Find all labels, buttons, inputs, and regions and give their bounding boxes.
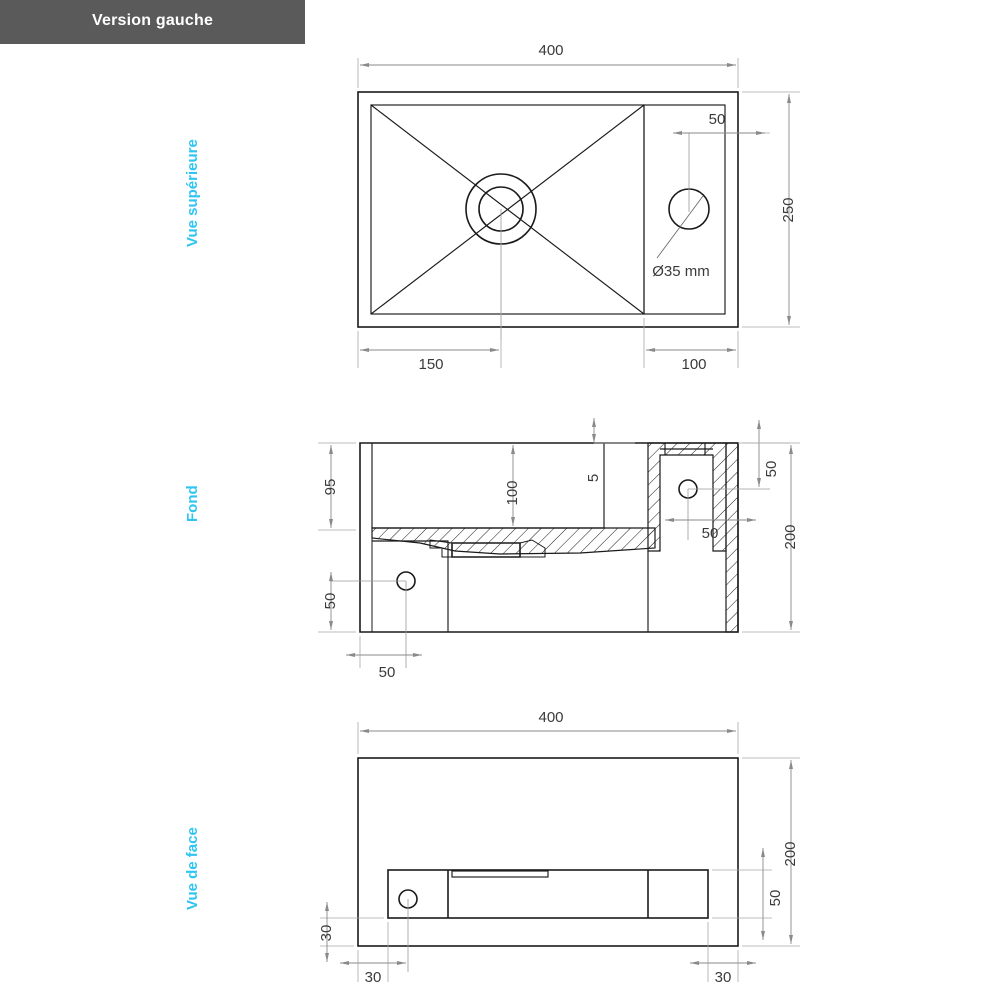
- front-dim-30hl-text: 30: [365, 969, 382, 986]
- top-dim-100-text: 100: [681, 356, 706, 373]
- title-bar: Version gauche: [0, 0, 305, 44]
- sec-dim-5-text: 5: [585, 474, 602, 482]
- section-right-wall-hatch: [725, 442, 739, 633]
- section-drain-step-right: [519, 539, 546, 558]
- top-dim-400-text: 400: [538, 42, 563, 59]
- top-dim-250-text: 250: [780, 197, 797, 222]
- sec-dim-200-text: 200: [782, 524, 799, 549]
- top-dim-50-text: 50: [709, 111, 726, 128]
- front-view-outline: [357, 757, 739, 947]
- top-view-outline: [357, 91, 739, 328]
- top-view-ledge-rect: [643, 104, 726, 315]
- top-view-diameter-leader: [656, 195, 704, 259]
- section-basin-cavity: [371, 443, 605, 529]
- front-dim-50-text: 50: [767, 890, 784, 907]
- front-dim-400-text: 400: [538, 709, 563, 726]
- front-dim-200-text: 200: [782, 841, 799, 866]
- sec-dim-50lh-text: 50: [379, 664, 396, 681]
- section-drain-step-left: [429, 539, 453, 558]
- front-dim-30v-text: 30: [318, 925, 335, 942]
- section-right-column-hatch: [647, 442, 727, 552]
- sec-dim-50r-text: 50: [763, 461, 780, 478]
- sec-dim-100-text: 100: [504, 480, 521, 505]
- section-left-lower-block: [372, 540, 449, 632]
- front-view-overflow-slot: [451, 870, 549, 878]
- sec-dim-50rh-text: 50: [702, 525, 719, 542]
- top-dim-150-text: 150: [418, 356, 443, 373]
- front-dim-30hr-text: 30: [715, 969, 732, 986]
- top-view-group: Ø35 mm 400 250 150 100 50: [357, 42, 800, 373]
- front-view-panel: [387, 869, 709, 919]
- section-left-wall-hatch: [359, 442, 373, 633]
- page-title: Version gauche: [92, 12, 214, 29]
- top-view-diagonal-2: [370, 104, 645, 315]
- sec-dim-95-text: 95: [322, 479, 339, 496]
- top-view-diameter-text: Ø35 mm: [652, 263, 710, 280]
- section-view-group: 95 100 5 50 200 50 50: [318, 418, 800, 681]
- sec-dim-50lv-text: 50: [322, 593, 339, 610]
- front-view-group: 400 200 50 30 30 30: [318, 709, 800, 986]
